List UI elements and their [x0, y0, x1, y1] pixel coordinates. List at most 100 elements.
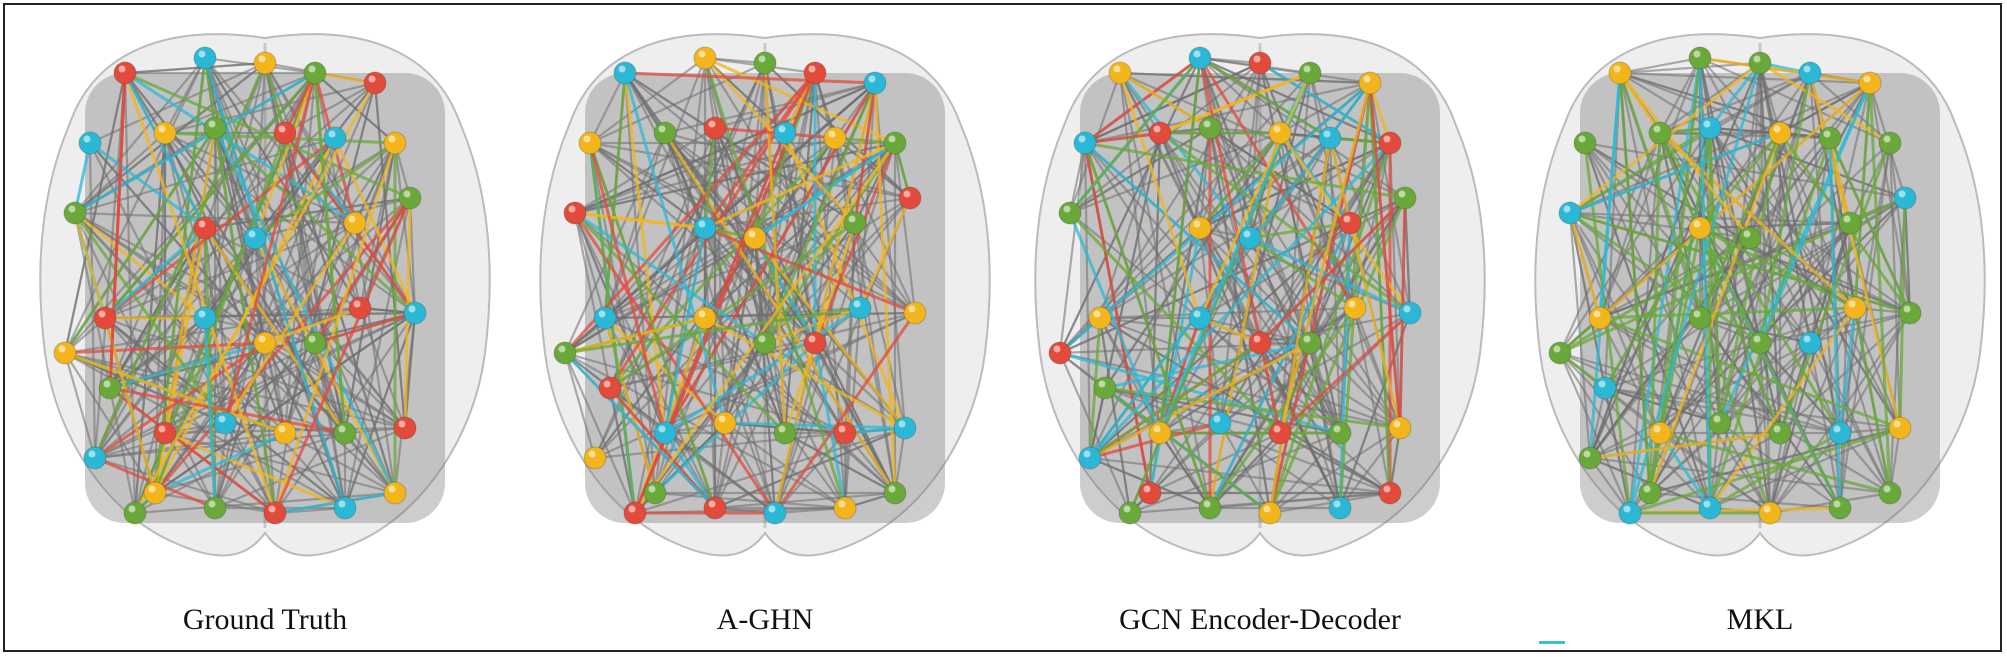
network-node: [143, 481, 167, 505]
network-node: [1828, 421, 1852, 445]
network-node: [1138, 481, 1162, 505]
network-node: [83, 446, 107, 470]
network-node: [1838, 211, 1862, 235]
caption-a-ghn: A-GHN: [716, 603, 814, 636]
network-node: [653, 121, 677, 145]
network-node: [1588, 306, 1612, 330]
network-node: [323, 126, 347, 150]
network-node: [643, 481, 667, 505]
network-node: [1578, 446, 1602, 470]
network-node: [383, 131, 407, 155]
network-node: [1638, 481, 1662, 505]
network-node: [703, 496, 727, 520]
network-node: [63, 201, 87, 225]
network-node: [1798, 61, 1822, 85]
network-node: [348, 296, 372, 320]
network-node: [98, 376, 122, 400]
network-node: [1198, 116, 1222, 140]
network-node: [1858, 71, 1882, 95]
network-node: [1328, 421, 1352, 445]
network-node: [1328, 496, 1352, 520]
network-node: [1118, 501, 1142, 525]
network-node: [1573, 131, 1597, 155]
network-node: [1688, 306, 1712, 330]
network-node: [623, 501, 647, 525]
network-node: [693, 306, 717, 330]
network-node: [1708, 411, 1732, 435]
network-node: [203, 116, 227, 140]
network-node: [1593, 376, 1617, 400]
network-node: [153, 121, 177, 145]
network-node: [1188, 306, 1212, 330]
network-node: [1048, 341, 1072, 365]
network-node: [1898, 301, 1922, 325]
network-node: [713, 411, 737, 435]
network-node: [653, 421, 677, 445]
network-node: [1248, 51, 1272, 75]
network-node: [863, 71, 887, 95]
network-node: [213, 411, 237, 435]
network-node: [1058, 201, 1082, 225]
network-node: [1748, 331, 1772, 355]
network-node: [253, 51, 277, 75]
network-node: [363, 71, 387, 95]
network-node: [1343, 296, 1367, 320]
network-node: [383, 481, 407, 505]
network-node: [263, 501, 287, 525]
brain-panel-3: [1010, 13, 1510, 573]
network-node: [883, 481, 907, 505]
brain-panel-4: [1510, 13, 2007, 573]
network-node: [1878, 481, 1902, 505]
network-node: [1208, 411, 1232, 435]
network-node: [273, 121, 297, 145]
network-node: [1248, 331, 1272, 355]
network-node: [1648, 421, 1672, 445]
network-node: [1268, 121, 1292, 145]
network-node: [578, 131, 602, 155]
network-node: [1258, 501, 1282, 525]
brain-network-mkl: [1534, 33, 1986, 557]
network-node: [1768, 421, 1792, 445]
network-node: [1188, 216, 1212, 240]
network-node: [253, 331, 277, 355]
network-node: [598, 376, 622, 400]
caption-ground-truth: Ground Truth: [182, 603, 348, 636]
network-node: [1558, 201, 1582, 225]
network-node: [1768, 121, 1792, 145]
network-node: [393, 416, 417, 440]
network-node: [1648, 121, 1672, 145]
network-node: [823, 126, 847, 150]
network-node: [1358, 71, 1382, 95]
network-node: [1148, 421, 1172, 445]
network-node: [703, 116, 727, 140]
network-node: [1148, 121, 1172, 145]
caption-gcn-encoder-decoder: GCN Encoder-Decoder: [1119, 603, 1401, 636]
brain-network-a-ghn: [539, 33, 991, 557]
figure-frame: Ground Truth A-GHN GCN Encoder-Decoder M…: [3, 3, 2002, 652]
network-node: [1093, 376, 1117, 400]
network-node: [1268, 421, 1292, 445]
network-node: [1843, 296, 1867, 320]
network-node: [1618, 501, 1642, 525]
brain-panel-1: [15, 13, 515, 573]
network-node: [843, 211, 867, 235]
network-node: [153, 421, 177, 445]
network-node: [1818, 126, 1842, 150]
network-node: [1688, 216, 1712, 240]
network-node: [1378, 481, 1402, 505]
network-node: [203, 496, 227, 520]
network-node: [193, 306, 217, 330]
network-node: [833, 496, 857, 520]
network-node: [1298, 61, 1322, 85]
network-node: [773, 121, 797, 145]
network-node: [123, 501, 147, 525]
network-node: [193, 216, 217, 240]
network-node: [1758, 501, 1782, 525]
network-node: [1548, 341, 1572, 365]
network-node: [93, 306, 117, 330]
network-node: [1698, 116, 1722, 140]
cyan-mark: [1539, 641, 1565, 644]
network-node: [898, 186, 922, 210]
network-node: [1608, 61, 1632, 85]
network-node: [333, 421, 357, 445]
